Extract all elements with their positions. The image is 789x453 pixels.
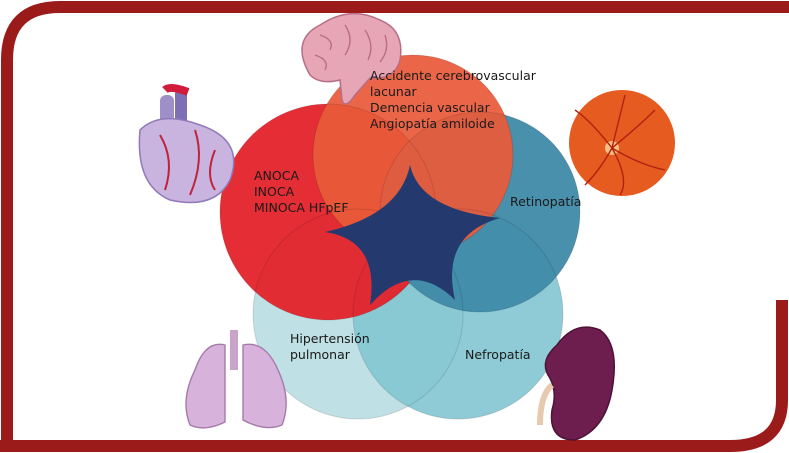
brain-icon — [301, 12, 402, 105]
label-left: ANOCA INOCA MINOCA HFpEF — [254, 168, 349, 215]
kidney-icon — [537, 326, 615, 441]
label-top: Accidente cerebrovascular lacunar Demenc… — [370, 68, 540, 131]
lungs-icon — [185, 330, 287, 429]
retina-icon — [569, 90, 675, 196]
label-right: Retinopatía — [510, 194, 581, 209]
label-bottom-right: Nefropatía — [465, 347, 531, 362]
center-star — [325, 165, 500, 305]
label-bottom-left: Hipertensión pulmonar — [290, 331, 374, 362]
circle-top — [313, 55, 513, 255]
heart-icon — [138, 83, 235, 204]
